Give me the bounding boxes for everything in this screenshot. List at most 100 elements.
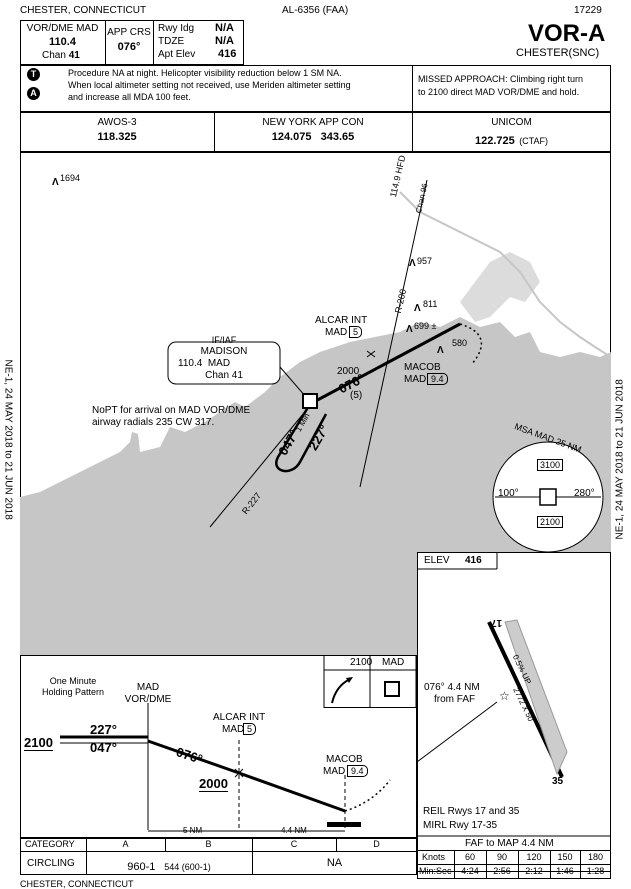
profile-macob-1: MACOB [326, 754, 363, 765]
runway-35-label: 35 [552, 776, 564, 787]
profile-altitude-2100: 2100 [24, 735, 53, 751]
macob-mad: MAD [404, 374, 427, 385]
time-cell: 2:12 [525, 866, 543, 876]
approach-control-frequency: 124.075 343.65 [271, 131, 355, 143]
right-margin-dates: NE-1, 24 MAY 2018 to 21 JUN 2018 [614, 379, 626, 540]
apron [504, 619, 568, 776]
profile-alcar-dme: 5 [243, 723, 257, 735]
night-warning-icon: T [27, 68, 40, 81]
chart-id: AL-6356 (FAA) [282, 5, 349, 16]
msa-bearing-280: 280° [574, 488, 595, 499]
airport-identifier: CHESTER(SNC) [516, 47, 600, 59]
iaf-label: IF/IAF [211, 335, 237, 345]
category-label: CATEGORY [25, 839, 75, 849]
knots-cell: 120 [526, 852, 542, 862]
nav-channel: Chan 41 [42, 50, 80, 61]
r227-radial [209, 407, 309, 528]
time-cell: 1:46 [556, 866, 574, 876]
profile-macob-2: MAD [323, 766, 346, 777]
madison-name: MADISON [200, 346, 248, 357]
profile-distance-4-4nm: 4.4 NM [281, 826, 307, 835]
spot-elevation-1694: 1694 [60, 173, 81, 183]
plan-altitude-2000: 2000 [337, 366, 360, 377]
briefing-strip [20, 20, 244, 65]
tdze-value: N/A [215, 35, 234, 47]
time-cell: 1:28 [586, 866, 605, 876]
spot-elevation-699: 699 ± [414, 321, 437, 331]
category-c: C [290, 839, 298, 849]
knots-cell: 90 [496, 852, 507, 862]
faf-bearing: 076° 4.4 NM [424, 682, 480, 693]
obstacle-icon: Λ [414, 303, 421, 314]
unicom-label: UNICOM [491, 117, 532, 128]
footer-location: CHESTER, CONNECTICUT [20, 879, 134, 889]
time-cell: 2:56 [493, 866, 511, 876]
minimums-table [20, 838, 417, 875]
msa-sector-3100: 3100 [537, 459, 564, 471]
r200-radial [359, 179, 428, 488]
missed-approach-2: to 2100 direct MAD VOR/DME and hold. [418, 87, 580, 97]
elev-value: 416 [465, 555, 482, 566]
nopt-note-1: NoPT for arrival on MAD VOR/DME [92, 405, 251, 416]
profile-alcar-2: MAD [222, 724, 245, 735]
note-line-3: and increase all MDA 100 feet. [68, 92, 191, 102]
elev-label: ELEV [424, 555, 450, 566]
holding-title-1: One Minute [49, 676, 97, 686]
plan-view [20, 152, 611, 655]
notes-strip [20, 65, 611, 112]
awos-frequency: 118.325 [97, 131, 137, 143]
category-d: D [373, 839, 380, 849]
profile-mad-2: VOR/DME [124, 694, 172, 705]
category-a: A [122, 839, 129, 849]
missed-approach-1: MISSED APPROACH: Climbing right turn [418, 74, 584, 84]
procedure-title: VOR-A [528, 20, 606, 47]
alcar-dme: 5 [349, 326, 363, 338]
madison-channel: Chan 41 [205, 370, 243, 381]
reil-note: REIL Rwys 17 and 35 [423, 806, 520, 817]
profile-alcar-1: ALCAR INT [213, 712, 266, 723]
profile-altitude-2000: 2000 [199, 776, 228, 792]
nopt-note-2: airway radials 235 CW 317. [92, 417, 215, 428]
macob-dme: 9.4 [427, 373, 448, 385]
edition-number: 17229 [574, 5, 602, 16]
timing-title: FAF to MAP 4.4 NM [465, 838, 554, 849]
alcar-label: ALCAR INT [315, 315, 368, 326]
msa-bearing-100: 100° [498, 488, 519, 499]
macob-label: MACOB [404, 362, 441, 373]
faf-note: from FAF [434, 694, 476, 705]
obstacle-icon: Λ [52, 177, 59, 188]
profile-icon-mad: MAD [382, 657, 405, 668]
missed-approach-path [459, 323, 483, 365]
approach-control-label: NEW YORK APP CON [262, 117, 364, 128]
nav-label: VOR/DME MAD [26, 23, 99, 34]
holding-pattern [275, 403, 328, 473]
alternate-warning-icon: A [27, 87, 40, 100]
land-area [20, 317, 611, 655]
profile-view [20, 655, 417, 838]
profile-icon-2100: 2100 [350, 657, 373, 668]
mirl-note: MIRL Rwy 17-35 [423, 820, 498, 831]
madison-frequency: 110.4 MAD [178, 358, 231, 369]
airport-sketch: ☆ [417, 552, 611, 872]
circling-cd-minimums: NA [326, 857, 343, 869]
apt-elev-value: 416 [218, 48, 237, 60]
spot-elevation-957: 957 [417, 256, 433, 266]
awos-label: AWOS-3 [97, 117, 137, 128]
holding-title-2: Holding Pattern [41, 687, 105, 697]
time-label: Min:Sec [419, 866, 452, 876]
airport-star-icon: ☆ [499, 689, 510, 703]
knots-cell: 180 [587, 852, 604, 862]
profile-course-227: 227° [90, 722, 117, 737]
nav-frequency: 110.4 [49, 36, 76, 48]
obstacle-icon: Λ [406, 324, 413, 335]
note-line-1: Procedure NA at night. Helicopter visibi… [68, 68, 342, 78]
rwy-ldg-label: Rwy Idg [158, 23, 195, 34]
unicom-frequency: 122.725 (CTAF) [474, 135, 549, 147]
knots-cell: 60 [464, 852, 475, 862]
rwy-ldg-value: N/A [215, 22, 234, 34]
crs-label: APP CRS [107, 27, 151, 38]
river-inlet [460, 252, 540, 322]
knots-label: Knots [422, 852, 446, 862]
missed-altitude-580: 580 [452, 338, 468, 348]
profile-course-047: 047° [90, 740, 117, 755]
